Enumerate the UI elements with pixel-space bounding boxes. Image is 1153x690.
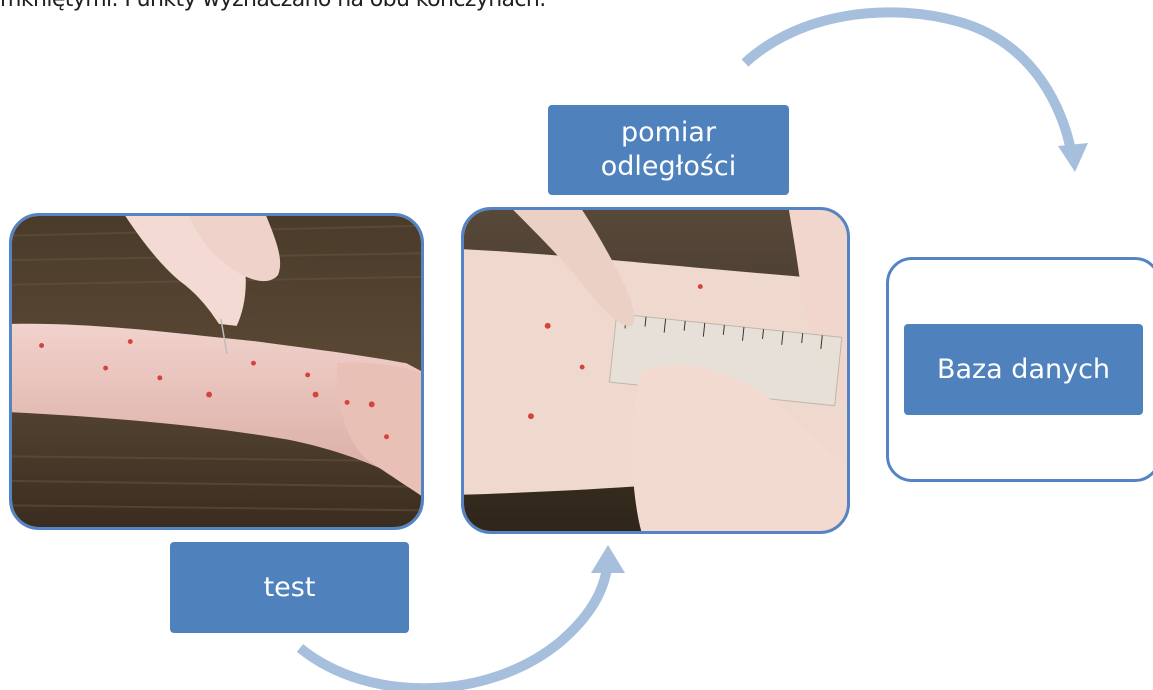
test-photo (9, 213, 424, 530)
database-step-label: Baza danych (936, 353, 1111, 385)
measurement-photo (461, 207, 850, 534)
arrow-head-up (591, 545, 625, 573)
arrow-head-down (1058, 143, 1088, 172)
measurement-step-label-line1: pomiar (620, 117, 717, 148)
forearm-needle-photo (12, 216, 421, 527)
curved-arrow-icon (741, 7, 1077, 157)
ruler-measurement-photo (464, 210, 847, 531)
test-step-box: test (170, 542, 409, 633)
caption-text: mkniętymi. Punkty wyznaczano na obu końc… (0, 0, 546, 12)
test-step-label: test (263, 571, 316, 603)
measurement-step-box: pomiar odległości (548, 105, 789, 195)
measurement-step-label-line2: odległości (600, 151, 737, 182)
database-step-box: Baza danych (904, 324, 1143, 415)
